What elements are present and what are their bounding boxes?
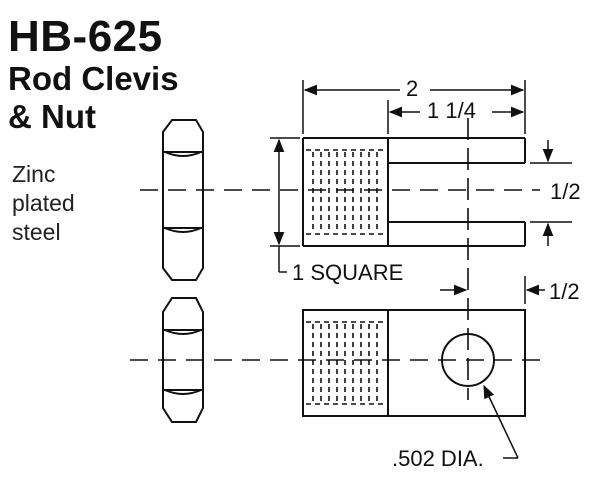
hex-nut-front-view [162,297,204,423]
material-line1: Zinc [12,161,56,187]
clevis-top-view [302,137,526,247]
dim-overall-length [302,80,526,134]
label-overall-length: 2 [406,76,418,101]
material-line3: steel [12,219,61,245]
part-number: HB-625 [8,12,163,61]
label-slot-depth: 1 1/4 [427,98,476,123]
label-slot-width: 1/2 [550,179,581,204]
title-block: HB-625 Rod Clevis & Nut [8,14,179,136]
material-line2: plated [12,190,75,216]
dim-slot-depth [387,100,525,134]
thread-hatch-top [306,149,386,235]
material-note: Zinc plated steel [12,160,75,247]
dim-body-size [270,137,300,273]
dim-hole-diameter-leader [483,384,519,459]
label-hole-diameter: .502 DIA. [392,446,484,471]
product-name-line1: Rod Clevis [8,60,179,97]
dim-hole-offset [440,276,545,304]
thread-hatch-bottom [306,321,386,405]
hex-nut-side-view [162,119,204,281]
label-body-size: 1 SQUARE [292,260,403,285]
product-name-line2: & Nut [8,98,96,135]
label-hole-offset: 1/2 [549,279,580,304]
dim-slot-width [530,140,572,246]
